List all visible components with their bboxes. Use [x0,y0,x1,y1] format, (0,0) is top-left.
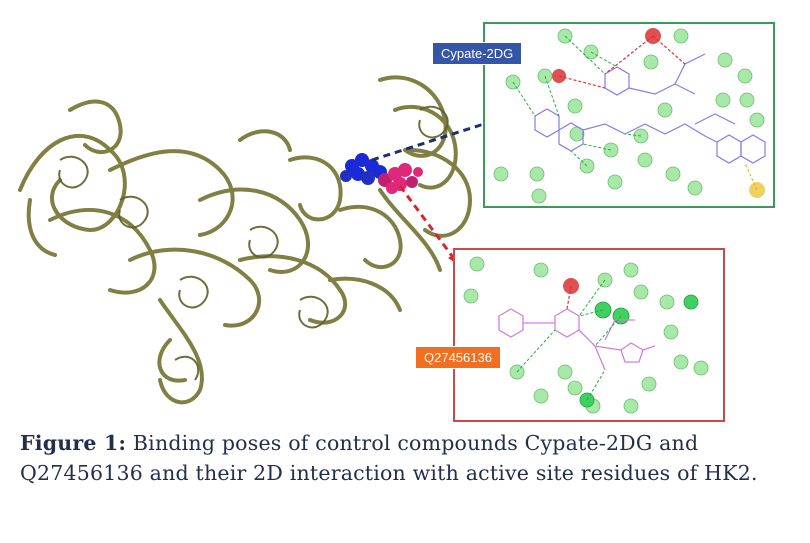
q274-label: Q27456136 [415,346,501,369]
protein-ribbon-structure [18,75,496,405]
caption-label: Figure 1: [20,431,127,455]
cypate-label: Cypate-2DG [432,42,523,65]
q274-2d-diagram [463,256,709,414]
arrow-to-cypate-panel [371,120,491,162]
q274-interaction-panel [453,248,725,422]
figure-caption: Figure 1: Binding poses of control compo… [20,428,780,488]
ligand-spheres [340,153,423,194]
caption-text: Binding poses of control compounds Cypat… [20,431,758,485]
cypate-interaction-panel [483,22,775,208]
figure-area: Cypate-2DG Q27456136 [18,22,775,422]
arrow-to-q274-panel [398,185,457,261]
cypate-2d-diagram [493,28,766,204]
